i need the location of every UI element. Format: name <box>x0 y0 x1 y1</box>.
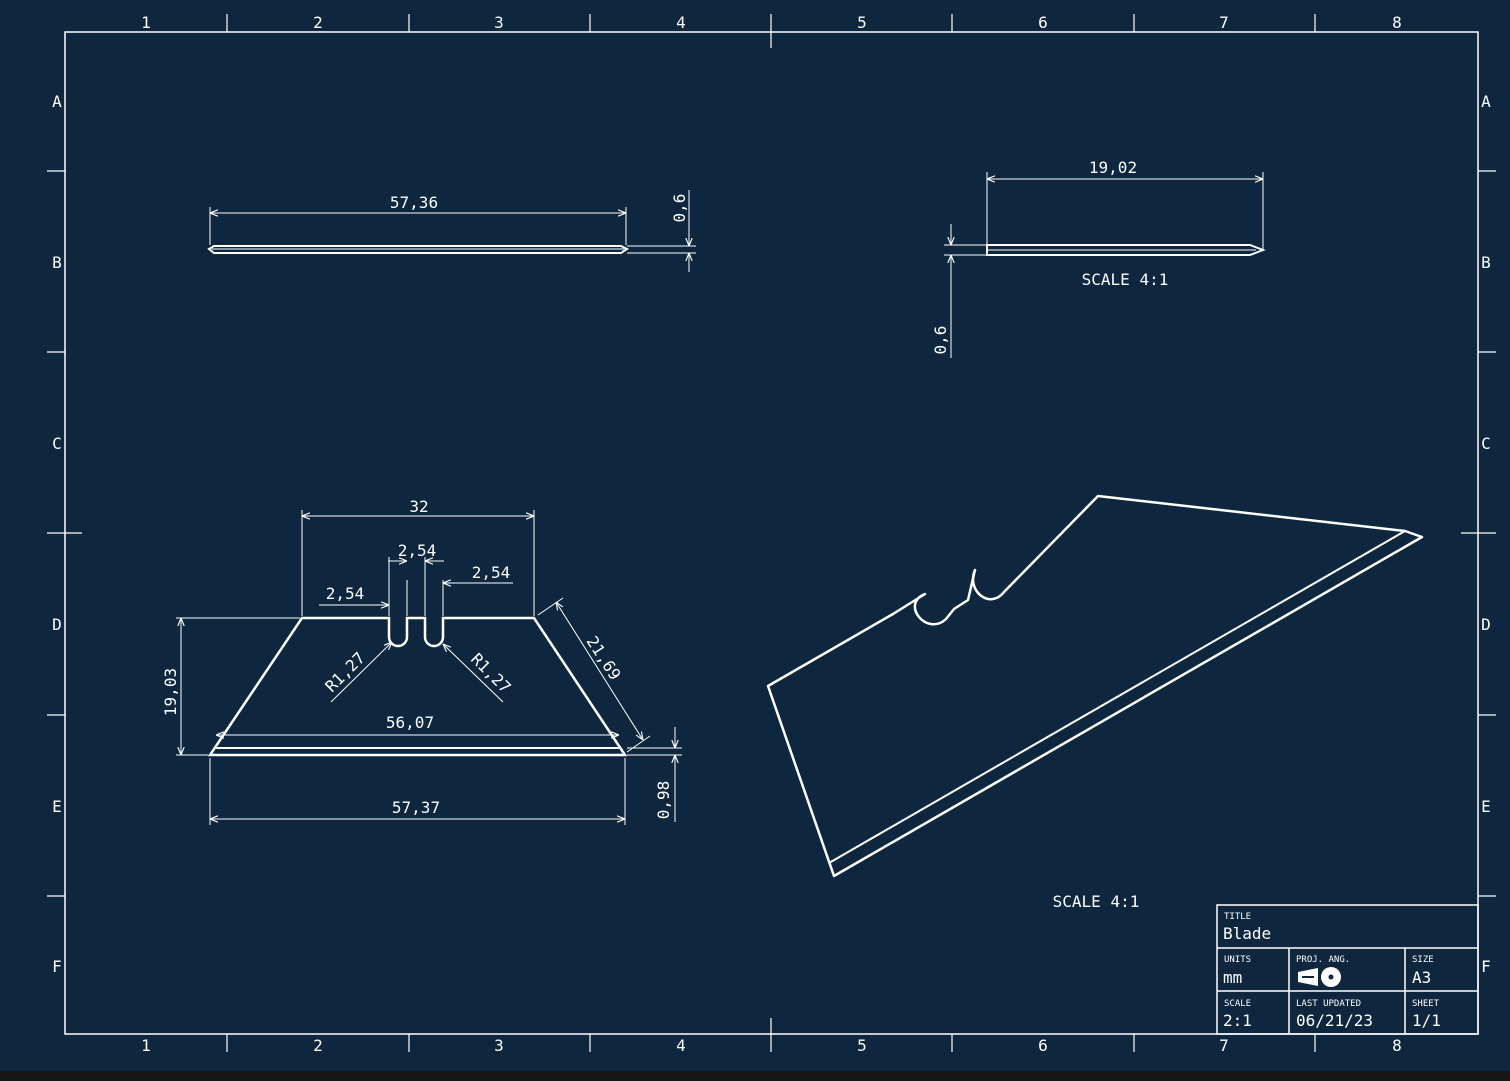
front-view-edge-height-label: 0,98 <box>654 781 673 820</box>
col-label-top-2: 2 <box>313 13 323 32</box>
iso-view-blade <box>766 494 1424 878</box>
detail-view-scale-label: SCALE 4:1 <box>1082 270 1169 289</box>
updated-caption: LAST UPDATED <box>1296 999 1361 1009</box>
row-label-left-a: A <box>52 92 62 111</box>
proj-caption: PROJ. ANG. <box>1296 955 1350 965</box>
row-label-right-f: F <box>1481 957 1491 976</box>
col-label-bottom-4: 4 <box>676 1036 686 1055</box>
col-label-bottom-7: 7 <box>1219 1036 1229 1055</box>
col-label-bottom-3: 3 <box>494 1036 504 1055</box>
units-value: mm <box>1223 968 1242 987</box>
detail-view-thickness-label: 0,6 <box>931 326 950 355</box>
col-label-bottom-2: 2 <box>313 1036 323 1055</box>
row-label-left-d: D <box>52 615 62 634</box>
col-label-bottom-1: 1 <box>141 1036 151 1055</box>
front-view-slant-dimension <box>556 602 643 740</box>
front-view-top-width-label: 32 <box>409 497 428 516</box>
front-view-left-offset-label: 2,54 <box>326 584 365 603</box>
front-view-slant-edge-label: 21,69 <box>583 633 625 684</box>
col-label-bottom-8: 8 <box>1392 1036 1402 1055</box>
front-view-blade-outline <box>207 616 628 757</box>
size-value: A3 <box>1412 968 1431 987</box>
front-view: 32 2,54 2,54 2,54 19,03 R1,27 R1,27 21,6… <box>161 497 682 825</box>
row-label-right-a: A <box>1481 92 1491 111</box>
row-label-right-b: B <box>1481 253 1491 272</box>
scale-value: 2:1 <box>1223 1011 1252 1030</box>
col-label-top-1: 1 <box>141 13 151 32</box>
units-caption: UNITS <box>1224 955 1251 965</box>
iso-view-scale-label: SCALE 4:1 <box>1053 892 1140 911</box>
iso-view-bevel-line <box>828 530 1406 864</box>
row-label-left-c: C <box>52 434 62 453</box>
front-view-height-label: 19,03 <box>161 668 180 716</box>
col-label-top-8: 8 <box>1392 13 1402 32</box>
detail-view-length-label: 19,02 <box>1089 158 1137 177</box>
col-label-top-4: 4 <box>676 13 686 32</box>
edge-view-thickness-label: 0,6 <box>670 194 689 223</box>
row-label-right-e: E <box>1481 797 1491 816</box>
detail-view: 19,02 0,6 SCALE 4:1 <box>931 158 1266 358</box>
front-view-slot-width-label: 2,54 <box>398 541 437 560</box>
sheet-caption: SHEET <box>1412 999 1440 1009</box>
scale-caption: SCALE <box>1224 999 1251 1009</box>
row-label-left-e: E <box>52 797 62 816</box>
col-label-top-7: 7 <box>1219 13 1229 32</box>
row-label-left-b: B <box>52 253 62 272</box>
sheet-value: 1/1 <box>1412 1011 1441 1030</box>
col-label-bottom-5: 5 <box>857 1036 867 1055</box>
projection-symbol-icon <box>1298 967 1341 987</box>
row-label-right-d: D <box>1481 615 1491 634</box>
col-label-bottom-6: 6 <box>1038 1036 1048 1055</box>
edge-view-length-label: 57,36 <box>390 193 438 212</box>
updated-value: 06/21/23 <box>1296 1011 1373 1030</box>
detail-view-blade <box>986 244 1266 256</box>
grid-ticks <box>47 14 1496 1052</box>
row-label-left-f: F <box>52 957 62 976</box>
border-frame <box>64 31 1479 1035</box>
window-bottom-bar <box>0 1071 1510 1081</box>
front-view-bottom-width-label: 57,37 <box>392 798 440 817</box>
col-label-top-6: 6 <box>1038 13 1048 32</box>
col-label-top-3: 3 <box>494 13 504 32</box>
row-label-right-c: C <box>1481 434 1491 453</box>
title-caption: TITLE <box>1224 912 1251 922</box>
col-label-top-5: 5 <box>857 13 867 32</box>
edge-view: 57,36 0,6 <box>207 190 696 272</box>
title-block: TITLE UNITS PROJ. ANG. SIZE SCALE LAST U… <box>1216 904 1479 1035</box>
front-view-inner-width-label: 56,07 <box>386 713 434 732</box>
front-view-right-offset-label: 2,54 <box>472 563 511 582</box>
title-value: Blade <box>1223 924 1271 943</box>
edge-view-blade <box>207 245 629 254</box>
size-caption: SIZE <box>1412 955 1434 965</box>
iso-view: SCALE 4:1 <box>766 494 1424 911</box>
